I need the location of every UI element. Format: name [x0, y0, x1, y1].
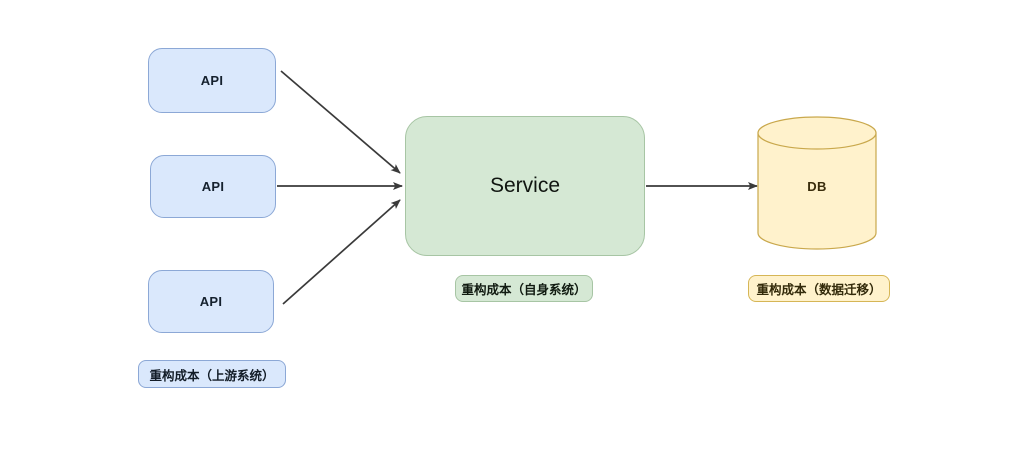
node-service-label: Service [489, 174, 561, 197]
legend-own-system-cost[interactable]: 重构成本（自身系统） [455, 275, 593, 302]
node-service[interactable]: Service [405, 116, 645, 256]
node-api-middle-label: API [201, 179, 225, 194]
legend-own-system-cost-label: 重构成本（自身系统） [461, 283, 587, 297]
node-db-label: DB [807, 179, 827, 194]
legend-data-migration-cost-label: 重构成本（数据迁移） [756, 283, 882, 297]
edge-api-top-to-service [280, 70, 401, 174]
legend-data-migration-cost[interactable]: 重构成本（数据迁移） [748, 275, 890, 302]
node-api-bottom[interactable]: API [148, 270, 274, 333]
node-api-middle[interactable]: API [150, 155, 276, 218]
legend-upstream-cost[interactable]: 重构成本（上游系统） [138, 360, 286, 388]
db-cylinder-shape [757, 116, 877, 250]
legend-upstream-cost-label: 重构成本（上游系统） [149, 368, 275, 383]
node-api-top[interactable]: API [148, 48, 276, 113]
node-api-top-label: API [200, 73, 224, 88]
node-db[interactable]: DB [757, 116, 877, 250]
edge-api-bottom-to-service [282, 199, 401, 305]
node-api-bottom-label: API [199, 294, 223, 309]
